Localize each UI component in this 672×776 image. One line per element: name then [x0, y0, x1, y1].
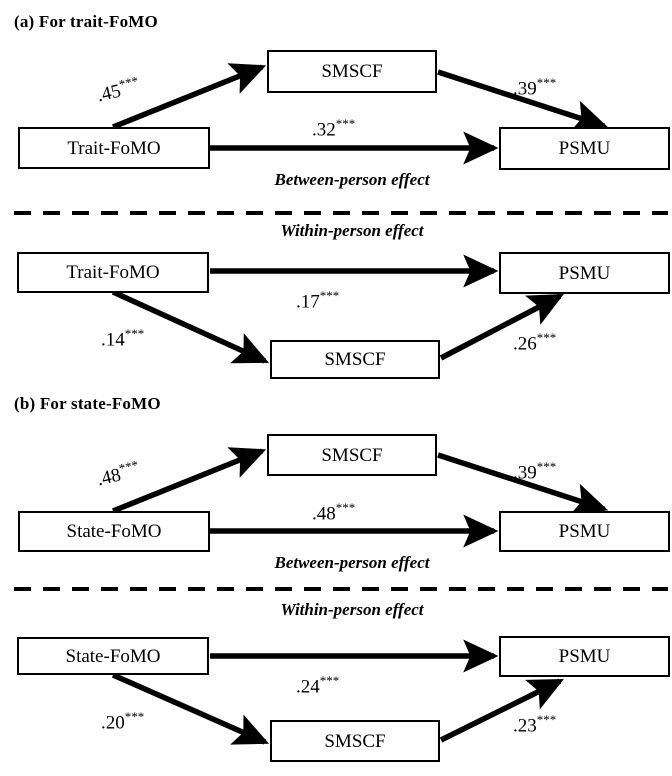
node-a-within-mediator[interactable]: SMSCF — [270, 340, 440, 379]
coef-b-within-a-path: .20*** — [101, 709, 144, 734]
node-b-between-predictor[interactable]: State-FoMO — [18, 511, 210, 552]
node-b-between-mediator[interactable]: SMSCF — [267, 434, 437, 476]
significance-stars: *** — [124, 709, 145, 724]
effect-label-a-between: Between-person effect — [274, 170, 430, 189]
significance-stars: *** — [117, 72, 140, 92]
coef-value: .24 — [296, 676, 320, 698]
coef-value: .20 — [101, 712, 125, 734]
effect-label-b-between: Between-person effect — [274, 553, 430, 572]
node-a-between-outcome[interactable]: PSMU — [499, 127, 670, 170]
significance-stars: *** — [124, 326, 145, 341]
arrow-a-within-b-path — [439, 293, 564, 361]
significance-stars: *** — [335, 116, 356, 131]
significance-stars: *** — [536, 459, 557, 474]
coef-b-between-b-path: .39*** — [513, 459, 556, 484]
coef-b-within-c-path: .24*** — [296, 673, 339, 698]
coef-a-between-c-path: .32*** — [312, 116, 355, 141]
arrow-a-within-a-path — [111, 289, 270, 364]
panel-title-a: (a) For trait-FoMO — [14, 12, 158, 31]
coef-b-between-c-path: .48*** — [312, 500, 355, 525]
node-a-within-predictor[interactable]: Trait-FoMO — [17, 252, 209, 293]
coef-a-within-b-path: .26*** — [513, 330, 556, 355]
coef-value: .17 — [296, 291, 320, 313]
arrow-b-between-a-path — [111, 447, 267, 514]
arrow-a-between-a-path — [111, 63, 267, 130]
node-b-between-outcome[interactable]: PSMU — [499, 511, 670, 552]
coef-value: .26 — [513, 333, 537, 355]
significance-stars: *** — [319, 288, 340, 303]
coef-value: .23 — [513, 715, 537, 737]
node-b-within-mediator[interactable]: SMSCF — [270, 720, 440, 762]
significance-stars: *** — [319, 673, 340, 688]
panel-title-b: (b) For state-FoMO — [14, 394, 161, 413]
node-b-within-predictor[interactable]: State-FoMO — [17, 637, 209, 675]
node-a-between-predictor[interactable]: Trait-FoMO — [18, 127, 210, 169]
coef-a-within-c-path: .17*** — [296, 288, 339, 313]
coef-a-between-b-path: .39*** — [513, 75, 556, 100]
node-a-within-outcome[interactable]: PSMU — [499, 252, 670, 294]
coef-value: .14 — [101, 329, 125, 351]
arrow-b-within-b-path — [439, 678, 564, 743]
coef-value: .48 — [312, 503, 336, 525]
effect-label-a-within: Within-person effect — [280, 221, 424, 240]
significance-stars: *** — [117, 456, 140, 476]
effect-label-b-within: Within-person effect — [280, 600, 424, 619]
arrow-b-within-a-path — [111, 672, 270, 745]
significance-stars: *** — [536, 712, 557, 727]
arrow-b-between-b-path — [437, 452, 609, 516]
coef-value: .32 — [312, 119, 336, 141]
coef-a-within-a-path: .14*** — [101, 326, 144, 351]
coef-b-within-b-path: .23*** — [513, 712, 556, 737]
arrow-a-between-b-path — [437, 69, 609, 133]
significance-stars: *** — [335, 500, 356, 515]
coef-value: .39 — [513, 462, 537, 484]
node-b-within-outcome[interactable]: PSMU — [499, 636, 670, 677]
coef-value: .39 — [513, 78, 537, 100]
significance-stars: *** — [536, 75, 557, 90]
node-a-between-mediator[interactable]: SMSCF — [267, 50, 437, 93]
significance-stars: *** — [536, 330, 557, 345]
